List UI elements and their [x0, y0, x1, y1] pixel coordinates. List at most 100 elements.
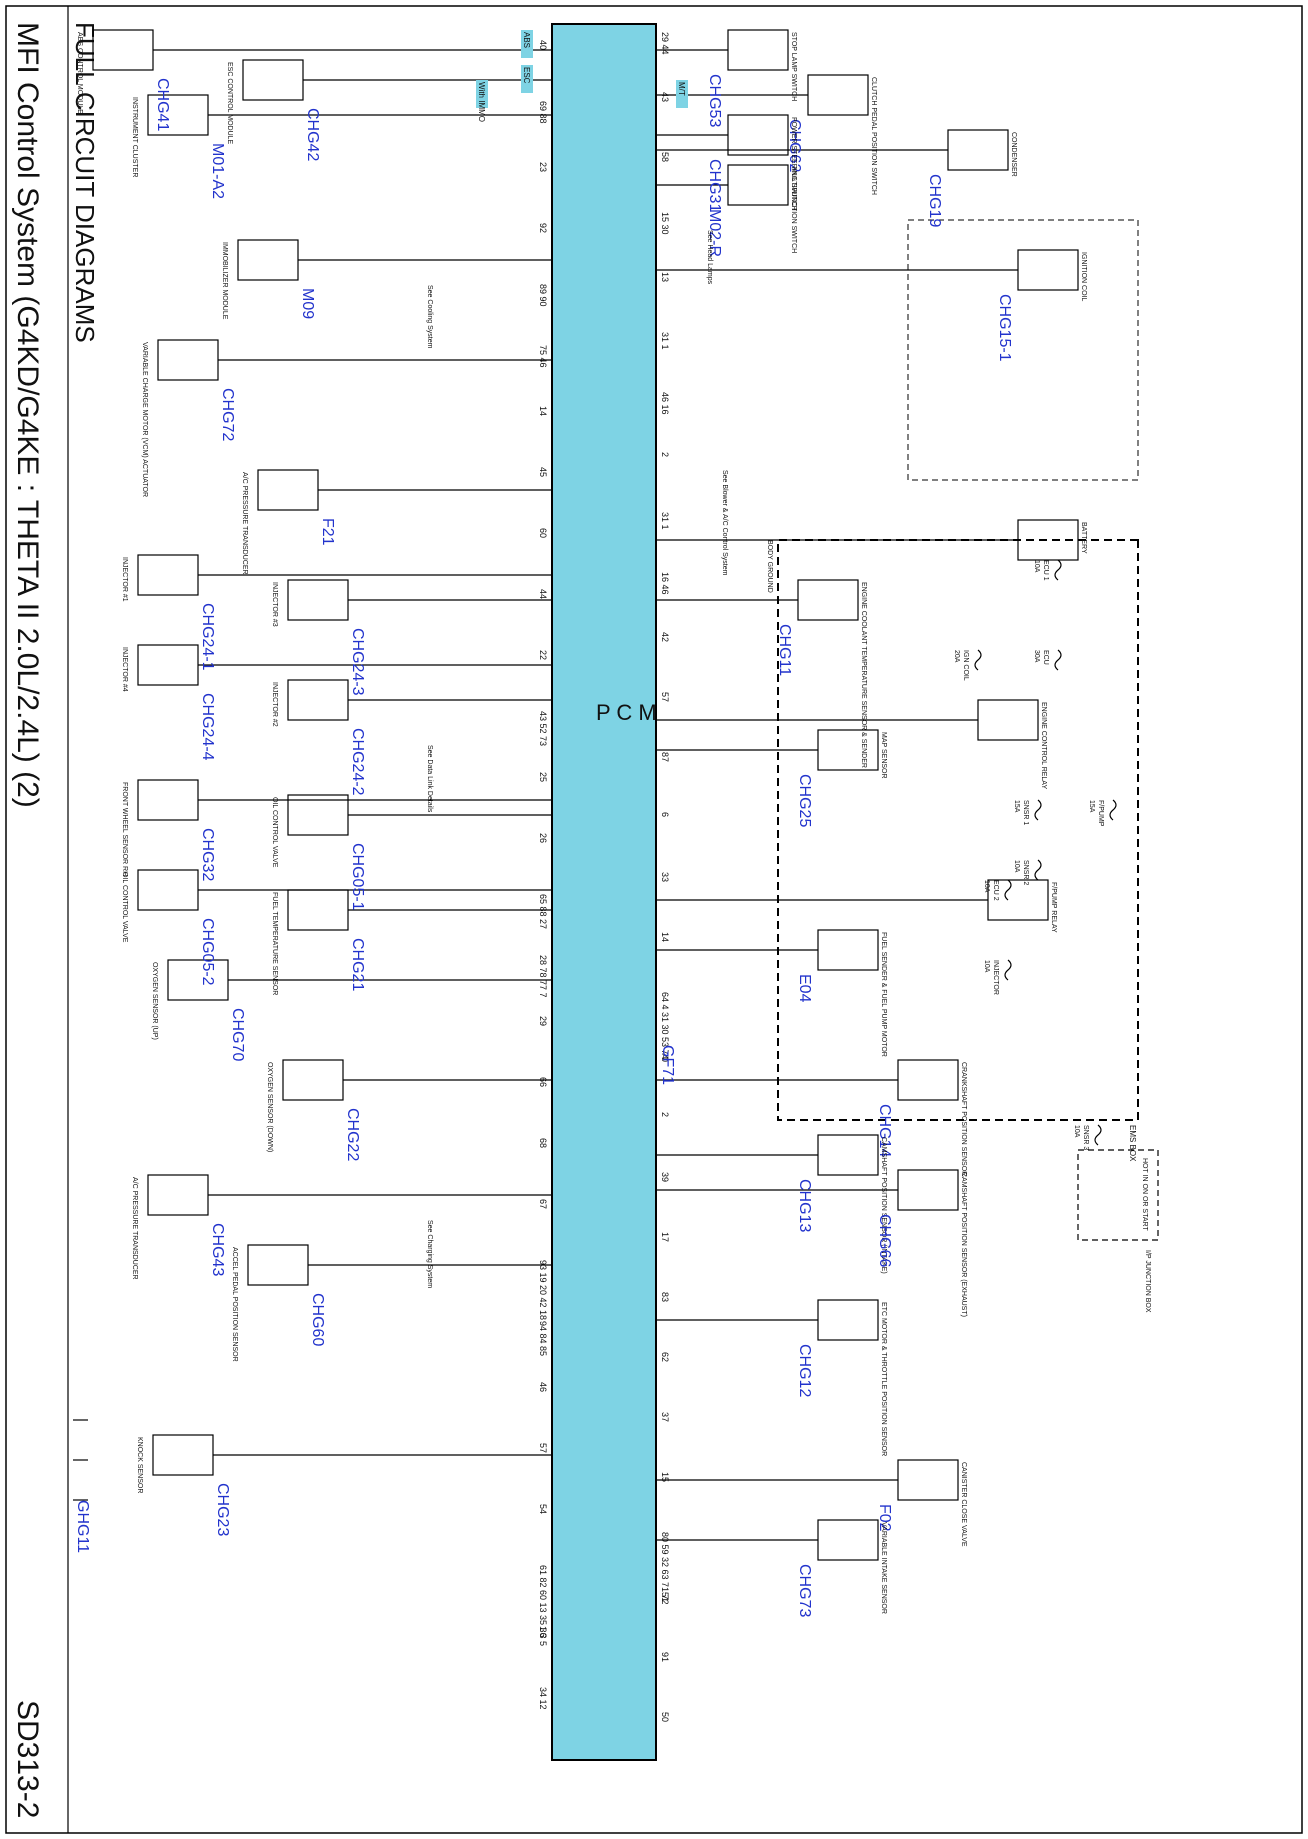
pcm-pin-top: 40: [538, 40, 548, 50]
component-name: ESC CONTROL MODULE: [226, 62, 233, 145]
pcm-pin-top: 60: [538, 528, 548, 538]
connector-label: CHG11: [776, 624, 793, 676]
connector-label: CHG72: [219, 388, 236, 441]
fuse-name: ECU 1: [1042, 560, 1049, 581]
connector-label: CHG24-4: [199, 693, 216, 761]
component-box: [797, 579, 859, 621]
pcm-pin-top: 75 46: [538, 345, 548, 368]
pcm-pin-top: 65 88 27: [538, 894, 548, 929]
pcm-pin-bottom: 31 1: [660, 512, 670, 530]
pcm-pin-bottom: 70: [660, 1052, 670, 1062]
see-charging-label: See Charging System: [426, 1220, 433, 1288]
pcm-pin-bottom: 46 16: [660, 392, 670, 415]
fuse-symbol: [1034, 859, 1042, 881]
connector-label: F02: [876, 1504, 893, 1532]
pcm-pin-bottom: 14: [660, 932, 670, 942]
pcm-pin-top: 25: [538, 772, 548, 782]
component-name: FRONT WHEEL SENSOR RH: [121, 782, 128, 876]
component-box: [287, 794, 349, 836]
fuse-rating: 20A: [953, 650, 960, 663]
component-box: [977, 699, 1039, 741]
pcm-pin-top: 54: [538, 1504, 548, 1514]
pcm-pin-bottom: 51: [660, 1592, 670, 1602]
component-box: [152, 1434, 214, 1476]
pcm-pin-top: 69 88: [538, 101, 548, 124]
connector-label: E04: [796, 974, 813, 1003]
connector-label: CHG24-3: [349, 628, 366, 696]
pcm-pin-bottom: 2: [660, 1112, 670, 1117]
connector-label: CHG12: [796, 1344, 813, 1397]
immo-tag-bg: [476, 80, 488, 108]
fuse-rating: 15A: [1013, 800, 1020, 813]
connector-label: CHG24-2: [349, 728, 366, 796]
connector-label: CHG15-1: [996, 294, 1013, 362]
fuse-symbol: [974, 649, 982, 671]
component-box: [987, 879, 1049, 921]
pcm-pin-top: 67: [538, 1199, 548, 1209]
fuse-name: SNSR 2: [1022, 860, 1029, 885]
component-box: [817, 1299, 879, 1341]
fuse-symbol: [1054, 649, 1062, 671]
component-name: MULTIFUNCTION SWITCH: [790, 167, 797, 253]
connector-label: CHG24-1: [199, 603, 216, 671]
component-name: CAMSHAFT POSITION SENSOR (INTAKE): [880, 1137, 887, 1274]
fuse-symbol: [1034, 799, 1042, 821]
component-box: [137, 644, 199, 686]
connector-label: CHG43: [209, 1223, 226, 1276]
component-name: INSTRUMENT CLUSTER: [131, 97, 138, 177]
fuse-rating: 15A: [1088, 800, 1095, 813]
component-box: [147, 94, 209, 136]
pcm-pin-top: 43 52 73: [538, 711, 548, 746]
fuse-name: F/PUMP: [1097, 800, 1104, 827]
wire-group: [153, 49, 1018, 1541]
gf71-label: GF71: [659, 1045, 676, 1085]
component-name: FUEL TEMPERATURE SENSOR: [271, 892, 278, 995]
component-box: [157, 339, 219, 381]
connector-label: F21: [319, 518, 336, 546]
component-name: F/PUMP RELAY: [1050, 882, 1057, 933]
component-name: MAP SENSOR: [880, 732, 887, 779]
component-name: CLUTCH PEDAL POSITION SWITCH: [870, 77, 877, 195]
esc-tag-bg: [521, 65, 533, 93]
pcm-pin-bottom: 6: [660, 812, 670, 817]
pcm-pin-top: 28 78 77 7: [538, 955, 548, 998]
pcm-pin-bottom: 42: [660, 632, 670, 642]
abs-tag-bg: [521, 30, 533, 58]
pcm-pin-top: 1 3 5: [538, 1626, 548, 1646]
fuse-symbol: [1004, 879, 1012, 901]
component-box: [282, 1059, 344, 1101]
component-name: CONDENSER: [1010, 132, 1017, 177]
pcm-pin-bottom: 17: [660, 1232, 670, 1242]
connector-label: CHG13: [796, 1179, 813, 1232]
fuse-name: IGN COIL: [962, 650, 969, 681]
page-code: SD313-2: [11, 1700, 44, 1818]
component-box: [947, 129, 1009, 171]
component-box: [1017, 249, 1079, 291]
fuse-name: ECU: [1042, 650, 1049, 665]
component-box: [727, 114, 789, 156]
component-box: [817, 1519, 879, 1561]
pcm-pin-bottom: 29 44: [660, 32, 670, 55]
pcm-pin-top: 45: [538, 467, 548, 477]
pcm-pin-bottom: 15: [660, 1472, 670, 1482]
component-box: [167, 959, 229, 1001]
connector-label: M02-R: [706, 209, 723, 257]
pcm-pin-bottom: 31 1: [660, 332, 670, 350]
component-box: [897, 1059, 959, 1101]
ignition-coil-outline: [907, 219, 1139, 481]
connector-label: M09: [299, 288, 316, 319]
connector-label: M01-A2: [209, 143, 226, 199]
fuse-rating: 10A: [983, 880, 990, 893]
mt-tag-bg: [676, 80, 688, 108]
pcm-pin-top: 66: [538, 1077, 548, 1087]
component-box: [287, 579, 349, 621]
component-box: [137, 779, 199, 821]
ems-box-label: EMS BOX: [1128, 1125, 1137, 1162]
connector-label: CHG21: [349, 938, 366, 991]
connector-label: CHG19: [926, 174, 943, 227]
pcm-pin-bottom: 16 46: [660, 572, 670, 595]
see-cooling-label: See Cooling System: [426, 285, 433, 349]
